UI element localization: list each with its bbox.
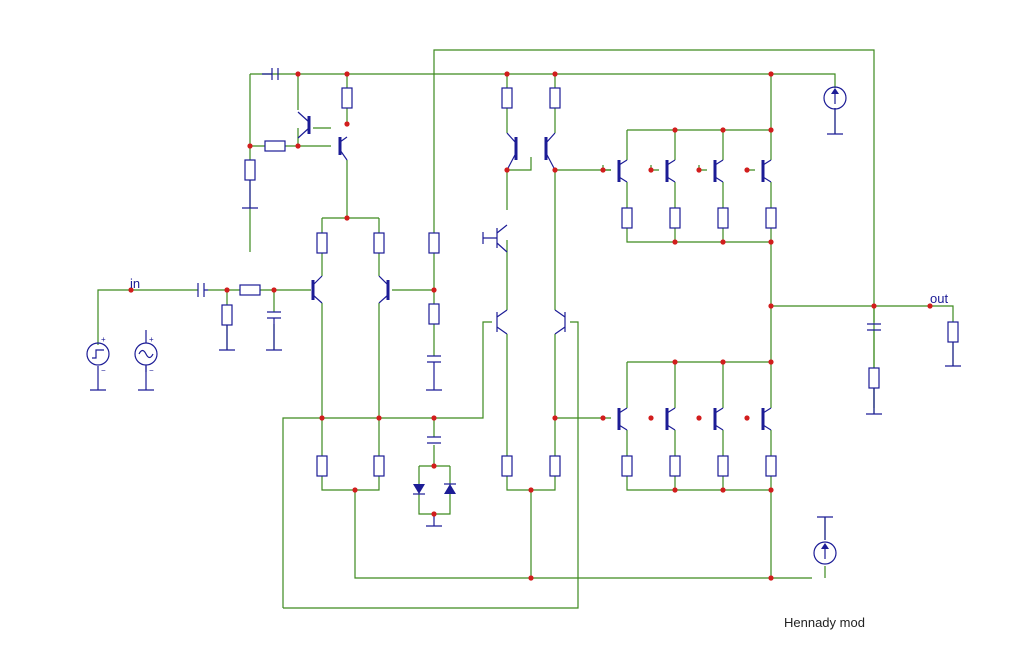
capacitors (197, 68, 881, 444)
diodes (413, 483, 456, 495)
junction-nodes (128, 71, 933, 581)
step-source-icon (86, 342, 110, 366)
resistor (621, 207, 633, 229)
resistor (341, 87, 353, 109)
resistor (868, 367, 880, 389)
resistor (373, 232, 385, 254)
svg-text:+: + (101, 335, 106, 344)
grounds (90, 108, 961, 540)
resistor (244, 159, 256, 181)
current-source-icon (823, 86, 847, 110)
resistor (373, 455, 385, 477)
resistor (669, 207, 681, 229)
svg-text:+: + (149, 335, 154, 344)
resistor (428, 232, 440, 254)
resistor (316, 455, 328, 477)
transistors (297, 111, 772, 431)
current-source-icon (813, 541, 837, 565)
input-label: in (130, 276, 140, 291)
ac-source-icon (134, 342, 158, 366)
resistor (549, 455, 561, 477)
resistor (501, 455, 513, 477)
output-label: out (930, 291, 948, 306)
resistor (947, 321, 959, 343)
resistor (264, 140, 286, 152)
capacitor (197, 283, 208, 297)
capacitor (867, 323, 881, 331)
resistor (621, 455, 633, 477)
sources: + − + − (86, 86, 847, 565)
resistor (765, 455, 777, 477)
capacitor (262, 68, 279, 80)
resistor (501, 87, 513, 109)
resistor (717, 207, 729, 229)
resistor (669, 455, 681, 477)
resistor (316, 232, 328, 254)
resistor (428, 303, 440, 325)
capacitor (427, 355, 441, 370)
resistor (717, 455, 729, 477)
svg-text:−: − (101, 366, 106, 375)
resistor (239, 284, 261, 296)
capacitor (267, 311, 281, 324)
svg-text:−: − (149, 366, 154, 375)
author-credit: Hennady mod (784, 615, 865, 630)
capacitor (427, 436, 441, 444)
resistor (221, 304, 233, 326)
resistors (221, 87, 959, 477)
resistor (765, 207, 777, 229)
resistor (549, 87, 561, 109)
